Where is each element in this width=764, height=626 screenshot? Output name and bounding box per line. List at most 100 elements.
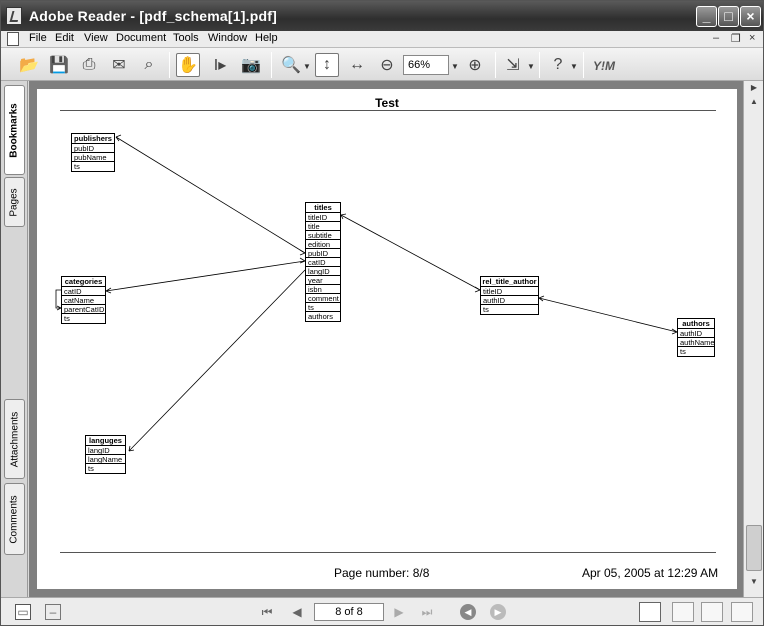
zoom-tool-dropdown-icon[interactable]: ▼ (303, 62, 311, 71)
tab-pages[interactable]: Pages (4, 177, 25, 227)
previous-page-icon[interactable]: ◀ (292, 605, 302, 619)
zoom-dropdown-icon[interactable]: ▼ (451, 62, 459, 71)
table-field: langName (86, 455, 125, 464)
save-icon[interactable]: 💾 (49, 57, 69, 74)
menu-help[interactable]: Help (255, 32, 278, 44)
page-date-text: Apr 05, 2005 at 12:29 AM (582, 566, 719, 580)
tasks-dropdown-icon[interactable]: ▼ (527, 62, 535, 71)
fit-page-icon[interactable]: ↔ (349, 56, 365, 73)
menu-document[interactable]: Document (116, 32, 167, 44)
collapse-icon[interactable]: – (45, 604, 61, 620)
doc-close-icon[interactable]: × (749, 32, 756, 44)
table-titles: titles titleID title subtitle edition pu… (305, 202, 341, 322)
open-icon[interactable]: 📂 (19, 57, 39, 74)
title-bar[interactable]: Adobe Reader - [pdf_schema[1].pdf] _ □ × (1, 1, 763, 31)
tab-bookmarks[interactable]: Bookmarks (4, 85, 25, 175)
toolbar-divider (271, 52, 272, 78)
table-field: year (306, 276, 340, 285)
tab-comments[interactable]: Comments (4, 483, 25, 555)
table-field: ts (74, 162, 80, 171)
table-field: authName (678, 338, 714, 347)
tab-bookmarks-label: Bookmarks (9, 102, 20, 158)
continuous-layout-icon[interactable] (672, 602, 694, 622)
menu-tools[interactable]: Tools (173, 32, 199, 44)
table-field: authID (481, 296, 538, 305)
table-header: publishers (72, 134, 114, 144)
first-page-icon[interactable]: ⏮ (261, 604, 273, 619)
table-field: edition (306, 240, 340, 249)
next-page-icon[interactable]: ▶ (394, 605, 404, 619)
adobe-reader-icon[interactable] (6, 7, 22, 25)
document-tasks-icon[interactable]: ⇲ (506, 57, 520, 74)
toolbar-divider (539, 52, 540, 78)
table-authors: authors authID authName ts (677, 318, 715, 357)
table-field: catName (62, 296, 105, 305)
document-menu-icon[interactable] (7, 32, 19, 46)
table-field: titleID (481, 287, 538, 296)
table-field: ts (306, 303, 340, 312)
zoom-out-icon[interactable]: ⊖ (380, 57, 394, 74)
print-icon[interactable]: ⎙ (82, 56, 96, 73)
tab-pages-label: Pages (9, 187, 21, 217)
toolbar-divider (169, 52, 170, 78)
table-field: langID (86, 446, 125, 455)
previous-view-icon[interactable]: ◀ (460, 604, 476, 620)
maximize-icon[interactable]: □ (718, 6, 739, 27)
help-icon[interactable]: ? (553, 56, 563, 73)
zoom-input[interactable]: 66% (403, 55, 449, 75)
relationship-lines (55, 134, 678, 452)
doc-minimize-icon[interactable]: – (713, 32, 720, 44)
zoom-plus-icon[interactable]: ⊕ (468, 57, 482, 74)
relation-category-self (55, 289, 61, 309)
snapshot-icon[interactable]: 📷 (241, 57, 261, 74)
facing-layout-icon[interactable] (701, 602, 723, 622)
table-field: isbn (306, 285, 340, 294)
table-header: titles (306, 203, 340, 213)
relation-publisher-title (115, 136, 306, 254)
crowfoot-marker (299, 257, 306, 264)
table-field: ts (483, 305, 489, 314)
view-options-icon[interactable]: ▭ (15, 604, 31, 620)
table-field: catID (306, 258, 340, 267)
table-header: rel_title_author (481, 277, 538, 287)
hand-tool-icon[interactable]: ✋ (176, 53, 200, 77)
crowfoot-marker (538, 295, 545, 302)
ym-icon[interactable]: Y!M (593, 59, 615, 73)
menu-file[interactable]: File (29, 32, 47, 44)
close-icon[interactable]: × (740, 6, 761, 27)
single-page-layout-icon[interactable] (639, 602, 661, 622)
continuous-facing-layout-icon[interactable] (731, 602, 753, 622)
page-title: Test (375, 96, 399, 110)
table-field: titleID (306, 213, 340, 222)
menu-edit[interactable]: Edit (55, 32, 74, 44)
tab-attachments-label: Attachments (9, 411, 20, 467)
email-icon[interactable]: ✉ (112, 57, 126, 74)
scroll-down-icon[interactable]: ▼ (750, 577, 758, 586)
doc-restore-icon[interactable]: ❐ (731, 33, 741, 45)
document-viewer[interactable]: Test (29, 81, 743, 597)
table-field: comment (306, 294, 340, 303)
tab-attachments[interactable]: Attachments (4, 399, 25, 479)
last-page-icon[interactable]: ⏭ (421, 604, 433, 619)
menu-window[interactable]: Window (208, 32, 248, 44)
help-dropdown-icon[interactable]: ▼ (570, 62, 578, 71)
crowfoot-marker (299, 249, 306, 256)
zoom-in-tool-icon[interactable]: 🔍 (281, 57, 301, 74)
table-field: pubName (72, 153, 114, 162)
crowfoot-marker (56, 305, 62, 311)
search-icon[interactable]: ⌕ (144, 56, 154, 73)
menu-view[interactable]: View (84, 32, 108, 44)
table-header: languges (86, 436, 125, 446)
scrollbar-thumb[interactable] (746, 525, 762, 571)
vertical-scrollbar[interactable]: ▶ ▲ ▼ (743, 81, 763, 597)
page-number-field[interactable]: 8 of 8 (314, 603, 384, 621)
select-text-icon[interactable]: I▸ (213, 57, 227, 74)
minimize-icon[interactable]: _ (696, 6, 717, 27)
actual-size-icon[interactable]: ↕ (315, 53, 339, 77)
table-field: title (306, 222, 340, 231)
next-view-icon[interactable]: ▶ (490, 604, 506, 620)
table-field: subtitle (306, 231, 340, 240)
crowfoot-marker (115, 134, 122, 142)
scroll-up-icon[interactable]: ▲ (750, 97, 758, 106)
page-menu-arrow-icon[interactable]: ▶ (750, 83, 758, 92)
